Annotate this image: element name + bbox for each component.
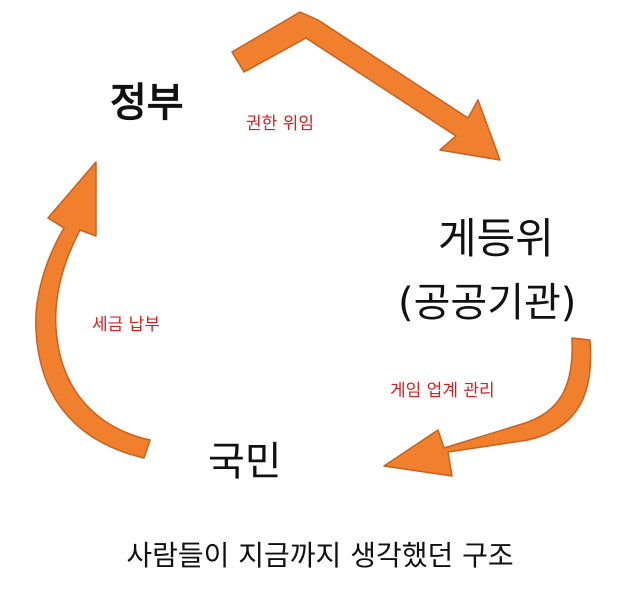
edge-label-industry-management: 게임 업계 관리	[390, 381, 495, 401]
arrow-government-to-board	[231, 11, 501, 161]
node-government: 정부	[110, 80, 184, 126]
edge-label-tax-payment: 세금 납부	[92, 315, 160, 335]
edge-label-delegation: 권한 위임	[246, 114, 314, 134]
node-game-rating-board-subtitle: (공공기관)	[398, 280, 577, 326]
node-citizens: 국민	[208, 439, 282, 485]
arrow-board-to-citizens	[383, 337, 592, 477]
arrow-citizens-to-government	[35, 161, 151, 459]
diagram-caption: 사람들이 지금까지 생각했던 구조	[126, 539, 514, 572]
node-game-rating-board: 게등위	[438, 214, 554, 263]
